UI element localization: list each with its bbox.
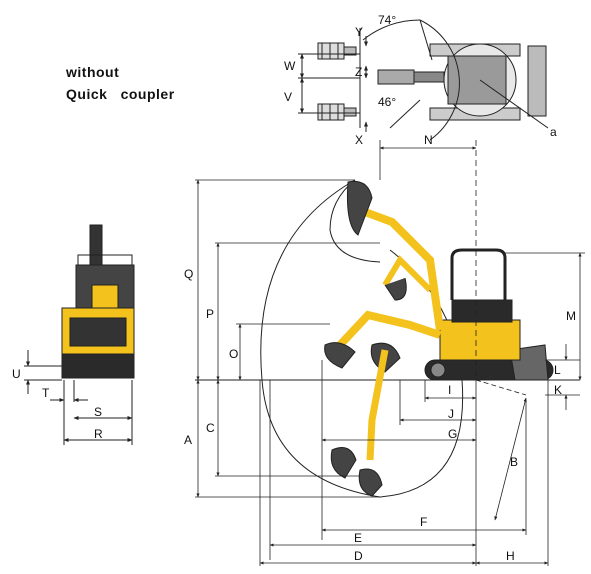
top-arm	[377, 69, 415, 85]
front-view-dims	[24, 350, 133, 445]
caption-line-1: without	[66, 64, 120, 80]
bucket-raised	[347, 180, 373, 236]
top-cab	[447, 55, 507, 105]
boom-horizontal	[337, 310, 442, 348]
dim-B-label: B	[510, 455, 518, 469]
dim-A-label: A	[184, 433, 192, 447]
side-canopy	[450, 248, 507, 300]
side-body	[439, 319, 521, 361]
dim-N-label: N	[424, 133, 433, 147]
side-view	[195, 179, 580, 498]
arm-down	[366, 349, 389, 461]
top-view	[298, 19, 549, 141]
front-view-labels: U T S R	[12, 367, 103, 441]
dim-U-label: U	[12, 367, 21, 381]
dim-L-label: L	[554, 363, 561, 377]
working-range-curve	[260, 179, 464, 498]
side-view-dims	[195, 140, 585, 566]
angle-74-label: 74°	[378, 13, 396, 27]
top-bucket-upper	[317, 42, 357, 60]
dim-P-label: P	[206, 307, 214, 321]
side-view-labels: N Q P O M L K I J G A C B F E D H	[184, 133, 576, 563]
dim-F-label: F	[420, 515, 427, 529]
angle-46-label: 46°	[378, 95, 396, 109]
bucket-low	[330, 447, 357, 479]
front-view	[61, 224, 135, 379]
dim-O-label: O	[229, 347, 238, 361]
dim-G-label: G	[448, 427, 457, 441]
dim-I-label: I	[448, 383, 451, 397]
dim-E-label: E	[354, 531, 362, 545]
dim-H-label: H	[506, 549, 515, 563]
caption-line-2: Quick coupler	[66, 86, 175, 102]
boom-raised	[363, 208, 444, 331]
top-blade	[527, 45, 547, 117]
dim-V-label: V	[284, 90, 292, 104]
dim-C-label: C	[206, 421, 215, 435]
top-bucket-lower	[317, 103, 357, 121]
bucket-horizontal	[324, 342, 356, 369]
top-view-labels: 74° 46° Y W Z V X a	[284, 13, 557, 147]
dim-Z-label: Z	[355, 65, 362, 79]
dim-K-label: K	[554, 383, 562, 397]
dim-Q-label: Q	[184, 267, 193, 281]
dim-R-label: R	[94, 427, 103, 441]
dim-T-label: T	[42, 386, 50, 400]
dim-M-label: M	[566, 309, 576, 323]
dim-W-label: W	[284, 59, 296, 73]
dim-J-label: J	[448, 407, 454, 421]
dim-Y-label: Y	[355, 25, 363, 39]
dim-X-label: X	[355, 133, 363, 147]
dim-D-label: D	[354, 549, 363, 563]
dim-a-label: a	[550, 125, 557, 139]
dim-S-label: S	[94, 405, 102, 419]
